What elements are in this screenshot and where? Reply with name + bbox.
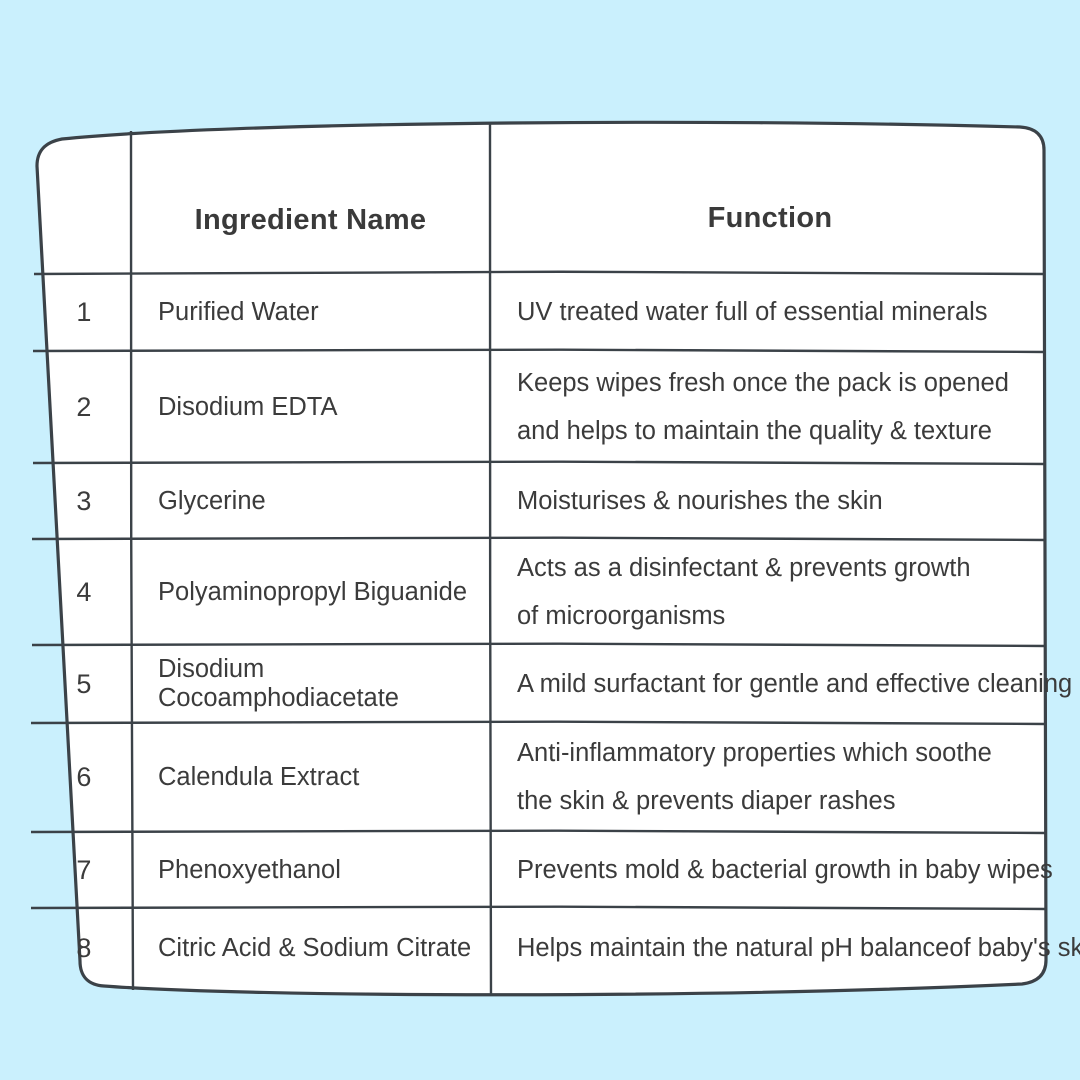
cell-function: UV treated water full of essential miner…	[490, 274, 1050, 351]
row-rule-1	[32, 348, 1047, 354]
cell-ingredient-name: Glycerine	[158, 486, 266, 515]
row-rule-7	[30, 905, 1048, 911]
cell-function-line: of microorganisms	[517, 601, 726, 630]
row-rule-6	[30, 829, 1047, 835]
cell-ingredient-name: Calendula Extract	[158, 763, 360, 791]
cell-function: Anti-inflammatory properties which sooth…	[490, 723, 1050, 832]
cell-function-line: UV treated water full of essential miner…	[517, 298, 988, 326]
row-index: 8	[76, 932, 92, 963]
row-index: 5	[76, 668, 92, 699]
row-rule-5	[30, 720, 1047, 726]
cell-ingredient-name: Phenoxyethanol	[158, 855, 341, 884]
cell-function-line: Keeps wipes fresh once the pack is opene…	[517, 368, 1009, 397]
cell-function-line: Acts as a disinfectant & prevents growth	[517, 553, 971, 582]
cell-function: Prevents mold & bacterial growth in baby…	[490, 832, 1053, 908]
row-index: 6	[76, 762, 92, 792]
cell-function: Acts as a disinfectant & prevents growth…	[490, 539, 1050, 645]
cell-function-line: Prevents mold & bacterial growth in baby…	[517, 855, 1053, 884]
cell-function: Moisturises & nourishes the skin	[490, 463, 1050, 539]
row-rule-4	[31, 642, 1047, 648]
column-divider-1	[129, 130, 135, 991]
cell-function: A mild surfactant for gentle and effecti…	[490, 645, 1073, 723]
cell-ingredient-name: Purified Water	[158, 298, 319, 326]
table-rules	[30, 121, 1048, 997]
cell-function: Keeps wipes fresh once the pack is opene…	[490, 351, 1050, 463]
row-index: 2	[76, 391, 92, 422]
row-index: 3	[76, 485, 92, 516]
cell-function-line: the skin & prevents diaper rashes	[517, 787, 896, 815]
table-surface	[35, 120, 1048, 997]
cell-ingredient-name: Disodium EDTA	[158, 392, 338, 421]
cell-ingredient-name: Disodium Cocoamphodiacetate	[158, 655, 399, 712]
cell-function-line: Anti-inflammatory properties which sooth…	[517, 739, 992, 767]
row-rule-header	[33, 270, 1046, 276]
row-index: 7	[76, 854, 92, 885]
cell-function-line: A mild surfactant for gentle and effecti…	[517, 669, 1073, 698]
cell-ingredient-name: Citric Acid & Sodium Citrate	[158, 933, 472, 962]
column-header-function: Function	[707, 201, 833, 234]
row-index: 4	[76, 576, 92, 607]
row-rule-2	[32, 460, 1047, 466]
cell-function-line: Moisturises & nourishes the skin	[517, 486, 883, 515]
cell-ingredient-name: Polyaminopropyl Biguanide	[158, 577, 468, 606]
cell-function-line: and helps to maintain the quality & text…	[517, 416, 992, 445]
cell-function: Helps maintain the natural pH balanceof …	[490, 908, 1080, 988]
cell-function-line: Helps maintain the natural pH balanceof …	[517, 933, 1080, 962]
row-index: 1	[76, 297, 92, 327]
column-header-ingredient-name: Ingredient Name	[194, 203, 427, 236]
column-divider-2	[488, 121, 493, 997]
row-rule-3	[31, 536, 1047, 542]
